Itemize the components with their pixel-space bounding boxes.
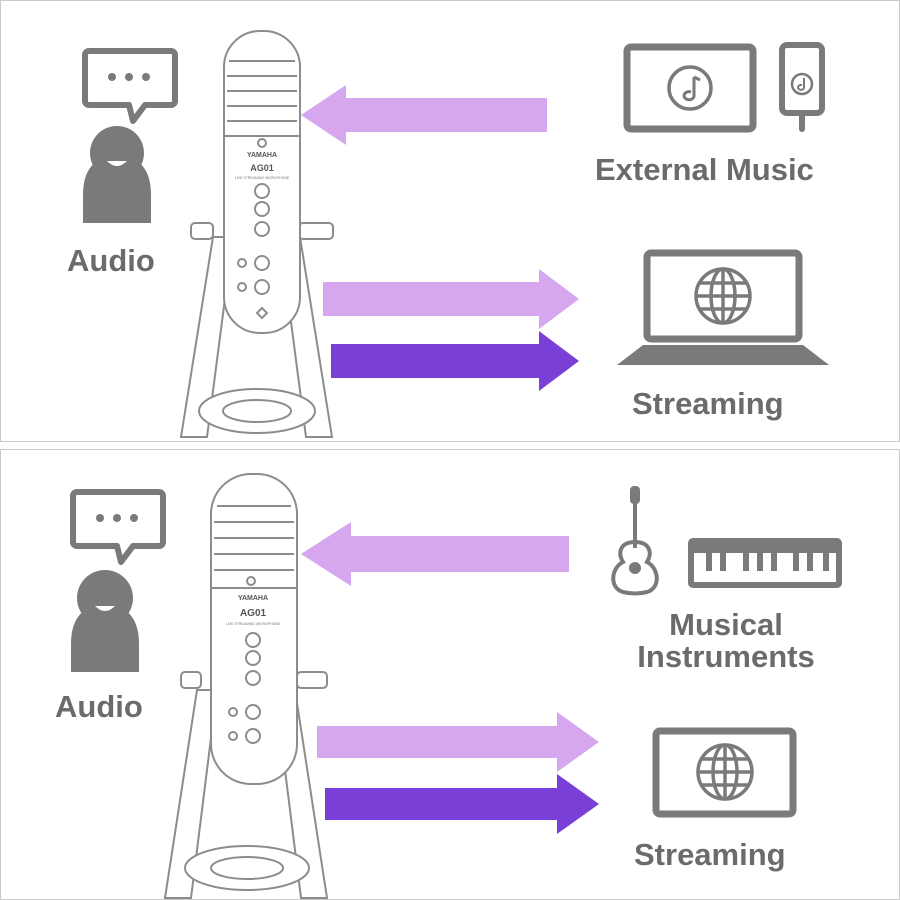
tablet-music-icon [623,43,757,133]
guitar-icon [611,486,659,596]
streaming-label: Streaming [634,837,786,872]
bottom-diagram: YAMAHA AG01 LIVE STREAMING MICROPHONE [70,473,842,899]
incoming-arrow [301,522,569,586]
incoming-arrow [301,85,547,145]
outgoing-arrow-dark [331,331,579,391]
microphone-illustration [163,473,329,899]
streaming-label: Streaming [632,386,784,421]
globe-icon [694,267,752,325]
outgoing-arrow-light [317,712,599,772]
laptop-globe-icon [617,249,829,365]
tablet-globe-icon [652,727,797,818]
mic-subtitle-text: LIVE STREAMING MICROPHONE [226,622,281,626]
person-icon [83,126,151,223]
globe-icon [696,743,754,801]
bottom-panel: YAMAHA AG01 LIVE STREAMING MICROPHONE [0,449,900,900]
mic-subtitle-text: LIVE STREAMING MICROPHONE [235,176,290,180]
keyboard-icon [688,538,842,588]
mic-brand-text: YAMAHA [247,152,277,159]
person-icon [71,570,139,672]
mic-brand-text: YAMAHA [238,595,268,602]
audio-label: Audio [55,689,143,724]
phone-music-icon [779,42,825,132]
speech-bubble-icon [82,48,178,124]
mic-model-text: AG01 [240,608,267,619]
audio-label: Audio [67,243,155,278]
outgoing-arrow-light [323,269,579,329]
mic-model-text: AG01 [250,163,274,173]
musical-label: Musical [669,607,783,642]
microphone-illustration [179,30,334,438]
instruments-label: Instruments [637,639,815,674]
top-panel: YAMAHA AG01 LIVE STREAMING MICROPHONE [0,0,900,442]
external-music-label: External Music [595,152,814,187]
speech-bubble-icon [70,489,166,565]
top-diagram: YAMAHA AG01 LIVE STREAMING MICROPHONE [82,30,829,438]
outgoing-arrow-dark [325,774,599,834]
